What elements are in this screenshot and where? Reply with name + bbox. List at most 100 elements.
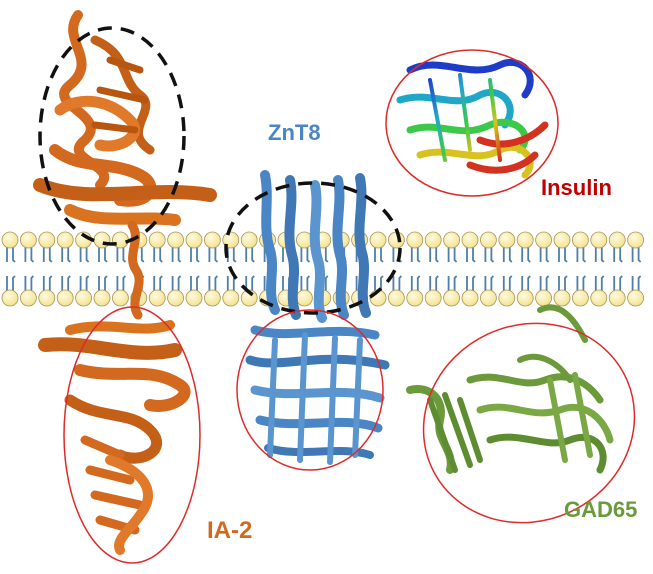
lipid-head	[167, 231, 185, 249]
znt8-label: ZnT8	[268, 120, 321, 145]
lipid-head	[516, 289, 534, 307]
lipid-tail	[631, 275, 642, 292]
lipid-tail	[6, 246, 16, 263]
lipid-head	[38, 289, 56, 307]
lipid-head	[406, 289, 424, 307]
lipid-tail	[226, 246, 237, 263]
lipid-tail	[98, 246, 108, 263]
lipid-tail	[171, 275, 182, 292]
lipid-head	[369, 231, 387, 249]
lipid-head	[1, 289, 19, 307]
lipid-tail	[539, 246, 550, 263]
lipid-tail	[79, 275, 90, 292]
lipid-head	[498, 231, 516, 249]
lipid-head	[443, 231, 461, 249]
gad65-label: GAD65	[564, 497, 638, 522]
lipid-head	[185, 231, 203, 249]
lipid-head	[38, 231, 56, 249]
lipid-tail	[631, 246, 642, 263]
lipid-head	[406, 231, 424, 249]
znt8-intracellular-red-ellipse	[236, 309, 384, 471]
lipid-head	[19, 289, 37, 307]
lipid-head	[553, 231, 571, 249]
lipid-tail	[484, 246, 495, 263]
lipid-head	[608, 231, 626, 249]
lipid-tail	[558, 246, 568, 263]
lipid-head	[608, 289, 626, 307]
lipid-tail	[539, 275, 550, 292]
insulin-protein-structure	[396, 58, 549, 179]
lipid-head	[56, 231, 74, 249]
lipid-head	[167, 289, 185, 307]
lipid-tail	[245, 246, 255, 263]
insulin-red-ellipse	[385, 49, 559, 197]
lipid-tail	[594, 275, 605, 292]
lipid-tail	[116, 275, 127, 292]
ia2-protein-structure	[33, 10, 217, 555]
ia2-extracellular-dashed-ellipse	[38, 26, 186, 246]
lipid-head	[535, 289, 552, 307]
lipid-tail	[576, 246, 587, 263]
lipid-tail	[190, 275, 200, 292]
lipid-tail	[42, 246, 53, 263]
lipid-head	[203, 231, 221, 249]
ia2-intracellular-red-ellipse	[63, 306, 201, 564]
lipid-head	[572, 289, 589, 307]
epitope-highlights	[38, 26, 636, 564]
lipid-head	[19, 231, 37, 249]
lipid-tail	[374, 275, 384, 292]
lipid-head	[461, 231, 479, 249]
lipid-head	[75, 289, 92, 307]
lipid-tail	[61, 275, 71, 292]
lipid-tail	[171, 246, 182, 263]
lipid-head	[424, 231, 442, 249]
lipid-tail	[42, 275, 53, 292]
lipid-tail	[429, 275, 439, 292]
lipid-head	[387, 289, 405, 307]
lipid-tail	[466, 246, 476, 263]
lipid-head	[1, 231, 19, 249]
lipid-head	[553, 289, 571, 307]
lipid-head	[240, 231, 258, 249]
lipid-tail	[613, 246, 623, 263]
lipid-head	[590, 289, 608, 307]
lipid-head	[461, 289, 479, 307]
lipid-tail	[153, 246, 163, 263]
lipid-head	[148, 231, 166, 249]
lipid-head	[295, 289, 313, 307]
lipid-tail	[521, 246, 531, 263]
lipid-head	[56, 289, 74, 307]
lipid-head	[572, 231, 589, 249]
lipid-tail	[594, 246, 605, 263]
lipid-tail	[521, 275, 531, 292]
lipid-head	[627, 289, 644, 307]
lipid-tail	[447, 275, 458, 292]
lipid-tail	[79, 246, 90, 263]
lipid-tail	[61, 246, 71, 263]
lipid-head	[185, 289, 203, 307]
lipid-tail	[24, 246, 35, 263]
lipid-tail	[613, 275, 623, 292]
lipid-head	[590, 231, 608, 249]
gad65-red-ellipse	[422, 322, 636, 524]
lipid-head	[498, 289, 516, 307]
ia2-label: IA-2	[207, 517, 253, 544]
lipid-tail	[447, 246, 458, 263]
lipid-tail	[208, 246, 219, 263]
znt8-transmembrane-dashed-ellipse	[224, 181, 402, 315]
lipid-tail	[208, 275, 219, 292]
lipid-head	[516, 231, 534, 249]
lipid-head	[424, 289, 442, 307]
insulin-label: Insulin	[541, 175, 612, 200]
lipid-head	[112, 289, 129, 307]
lipid-head	[93, 289, 111, 307]
lipid-tail	[190, 246, 200, 263]
lipid-tail	[410, 246, 421, 263]
lipid-tail	[6, 275, 16, 292]
lipid-tail	[116, 246, 127, 263]
lipid-tail	[98, 275, 108, 292]
lipid-tail	[576, 275, 587, 292]
lipid-tail	[24, 275, 35, 292]
lipid-head	[479, 231, 497, 249]
